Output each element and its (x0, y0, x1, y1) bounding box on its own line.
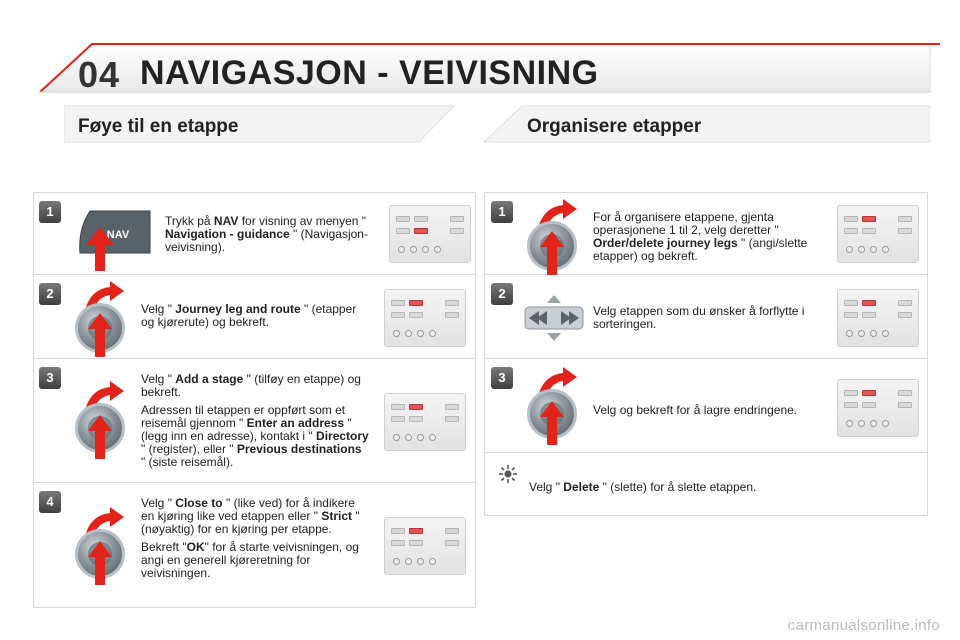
press-arrow-icon (88, 541, 112, 585)
right-step-1: 1 For å organisere etappene, gjenta oper… (485, 193, 927, 275)
page-title: NAVIGASJON - VEIVISNING (140, 54, 599, 92)
press-arrow-icon (540, 401, 564, 445)
radio-unit-icon (837, 289, 919, 347)
radio-unit-icon (837, 205, 919, 263)
step-badge: 2 (39, 283, 61, 305)
press-arrow-icon (86, 227, 114, 271)
left-section-title: Føye til en etappe (78, 116, 239, 137)
right-step-2: 2 Velg etappen som du ønsker å forflytte… (485, 275, 927, 359)
rotate-arrow-icon (86, 281, 124, 309)
step-badge: 2 (491, 283, 513, 305)
rotate-arrow-icon (86, 507, 124, 535)
press-arrow-icon (540, 231, 564, 275)
left-step-4: 4 Velg " Close to " (like ved) for å ind… (34, 483, 475, 609)
nav-key-label: NAV (107, 229, 130, 241)
left-step-1: 1 NAV Trykk på NAV for visning av menyen… (34, 193, 475, 275)
left-step-1-text: Trykk på NAV for visning av menyen " Nav… (165, 214, 368, 254)
step-badge: 1 (491, 201, 513, 223)
press-arrow-icon (88, 313, 112, 357)
press-arrow-icon (88, 415, 112, 459)
radio-unit-icon (384, 517, 466, 575)
step-badge: 1 (39, 201, 61, 223)
tip-sun-icon (499, 465, 517, 483)
left-steps-panel: 1 NAV Trykk på NAV for visning av menyen… (33, 192, 476, 608)
footer-watermark: carmanualsonline.info (787, 617, 940, 634)
radio-unit-icon (389, 205, 471, 263)
step-badge: 4 (39, 491, 61, 513)
right-step-3: 3 Velg og bekreft for å lagre endringene… (485, 359, 927, 453)
step-badge: 3 (39, 367, 61, 389)
radio-unit-icon (384, 289, 466, 347)
step-badge: 3 (491, 367, 513, 389)
right-section-title: Organisere etapper (527, 116, 702, 137)
left-step-2-text: Velg " Journey leg and route " (etapper … (141, 302, 357, 329)
right-tip: Velg " Delete " (slette) for å slette et… (485, 453, 927, 517)
right-step-2-text: Velg etappen som du ønsker å forflytte i… (593, 304, 805, 331)
left-step-3: 3 Velg " Add a stage " (tilføy en etappe… (34, 359, 475, 483)
radio-unit-icon (837, 379, 919, 437)
right-step-1-text: For å organisere etappene, gjenta operas… (593, 210, 808, 263)
page-header: 04 NAVIGASJON - VEIVISNING (0, 0, 960, 100)
left-section-title-bar (64, 105, 456, 143)
rotate-arrow-icon (539, 367, 577, 395)
rotate-arrow-icon (539, 199, 577, 227)
directional-pad-icon (524, 295, 584, 341)
right-steps-panel: 1 For å organisere etappene, gjenta oper… (484, 192, 928, 516)
tip-text: Velg " Delete " (slette) for å slette et… (529, 480, 757, 494)
left-step-4-text: Velg " Close to " (like ved) for å indik… (141, 496, 360, 580)
rotate-arrow-icon (86, 381, 124, 409)
right-step-3-text: Velg og bekreft for å lagre endringene. (593, 403, 798, 417)
chapter-number: 04 (78, 54, 121, 95)
left-step-3-text: Velg " Add a stage " (tilføy en etappe) … (141, 372, 369, 469)
right-section-title-bar (484, 105, 930, 143)
left-step-2: 2 Velg " Journey leg and route " (etappe… (34, 275, 475, 359)
radio-unit-icon (384, 393, 466, 451)
header-banner-shape (38, 43, 940, 93)
